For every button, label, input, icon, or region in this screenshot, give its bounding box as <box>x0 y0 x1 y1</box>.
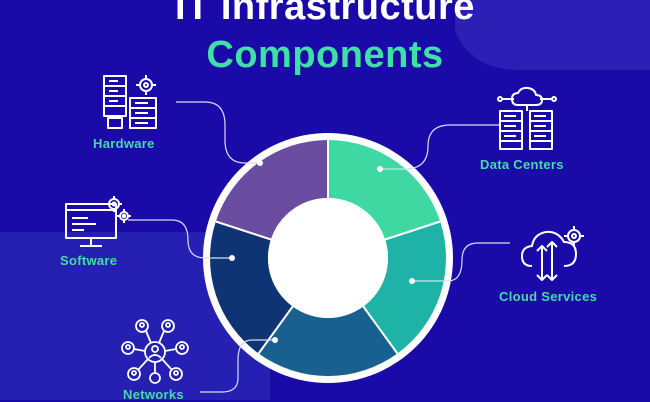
people-network-icon <box>121 319 189 384</box>
segment-software <box>209 221 293 354</box>
label-networks: Networks <box>123 387 184 402</box>
segment-data-centers <box>328 140 441 240</box>
segment-networks <box>258 306 398 377</box>
title-line-1: IT Infrastructure <box>175 0 475 28</box>
monitor-code-gear-icon <box>65 196 131 247</box>
connector-lines <box>128 101 510 393</box>
label-data-centers: Data Centers <box>480 157 564 172</box>
title-line-2: Components <box>206 34 444 76</box>
label-software: Software <box>60 253 118 268</box>
segment-hardware <box>215 140 328 240</box>
server-rack-gear-icon <box>103 75 157 129</box>
connector-hardware <box>176 101 260 164</box>
connector-data-centers <box>380 124 500 170</box>
connector-networks <box>200 339 275 393</box>
donut-center <box>268 198 388 318</box>
donut-segments <box>209 140 447 377</box>
label-cloud-services: Cloud Services <box>499 289 598 304</box>
connector-dots <box>229 160 415 343</box>
segment-cloud-services <box>363 221 447 354</box>
label-hardware: Hardware <box>93 136 155 151</box>
cloud-arrows-gear-icon <box>521 226 584 281</box>
connector-software <box>128 219 232 259</box>
cloud-server-racks-icon <box>497 86 557 150</box>
segment-dividers <box>215 140 441 355</box>
connector-cloud-services <box>412 242 510 282</box>
